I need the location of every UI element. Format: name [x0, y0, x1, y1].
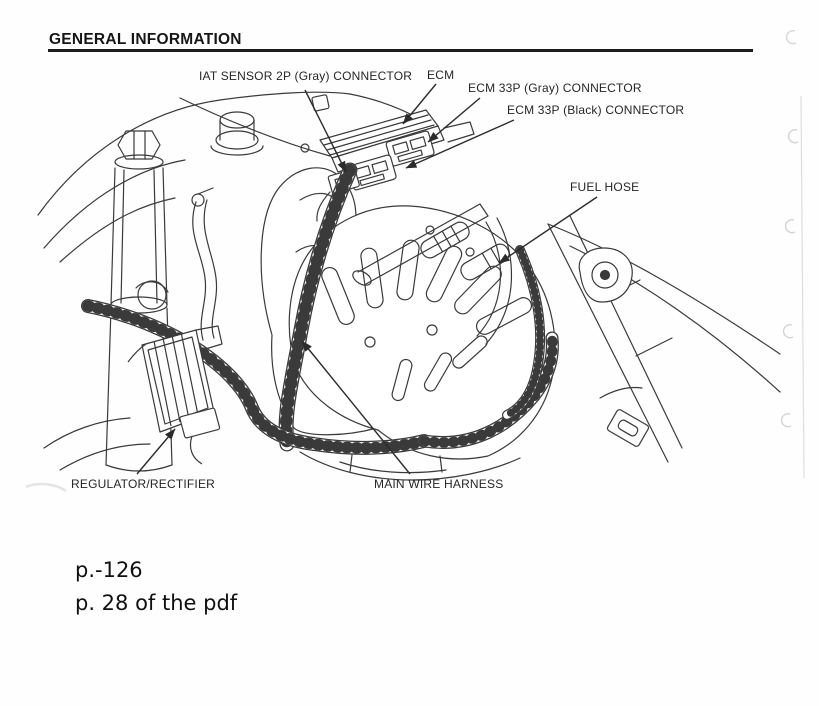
label-iat-sensor-connector: IAT SENSOR 2P (Gray) CONNECTOR	[199, 69, 413, 83]
leader-ecm-black	[405, 119, 515, 169]
regulator-rectifier-art	[127, 325, 223, 465]
leader-lines	[136, 83, 598, 475]
label-ecm-gray-connector: ECM 33P (Gray) CONNECTOR	[468, 81, 642, 95]
wire-harness-art	[81, 162, 559, 455]
title-underline	[48, 49, 753, 52]
page-title: GENERAL INFORMATION	[49, 31, 242, 48]
leader-fuel-hose	[498, 196, 598, 264]
fuel-hose-art	[476, 217, 513, 345]
vent-hose	[191, 187, 218, 341]
label-regulator-rectifier: REGULATOR/RECTIFIER	[71, 477, 216, 491]
leader-main-harness	[301, 340, 411, 475]
label-fuel-hose: FUEL HOSE	[570, 180, 640, 194]
note-page-number: p.-126	[75, 558, 143, 582]
frame-bolt	[210, 111, 264, 156]
label-ecm-black-connector: ECM 33P (Black) CONNECTOR	[507, 103, 685, 117]
leader-ecm-gray	[427, 97, 481, 143]
scan-artifacts	[25, 30, 805, 493]
label-ecm: ECM	[427, 68, 455, 82]
frame-spar-right	[547, 215, 781, 463]
leader-ecm	[402, 83, 437, 125]
note-pdf-page: p. 28 of the pdf	[75, 591, 238, 615]
engine-cases	[43, 417, 521, 481]
leader-iat-sensor	[304, 89, 347, 173]
label-main-wire-harness: MAIN WIRE HARNESS	[374, 477, 504, 491]
fuel-rail	[352, 203, 510, 286]
leader-regulator	[136, 428, 176, 475]
page-notes: p.-126 p. 28 of the pdf	[75, 554, 237, 620]
